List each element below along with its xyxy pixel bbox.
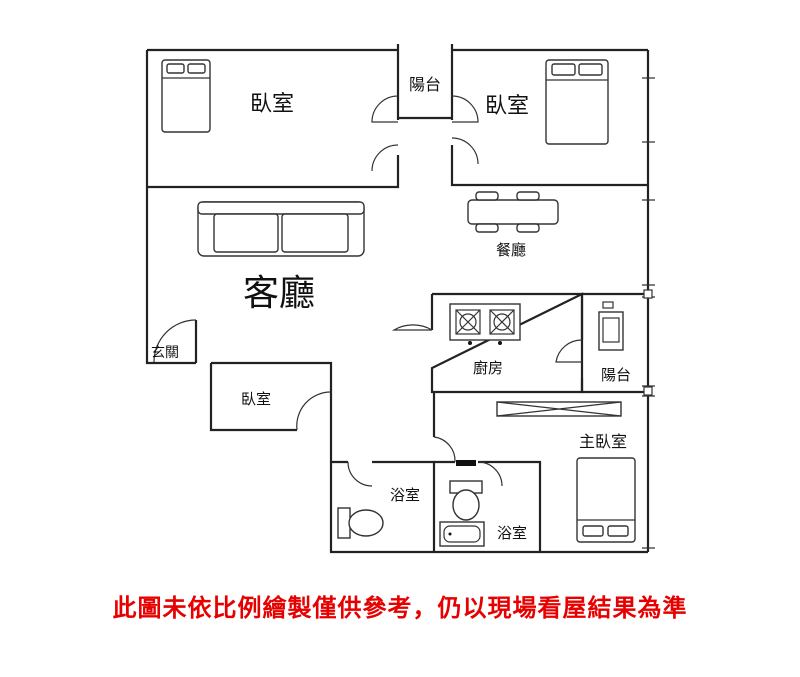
disclaimer-text: 此圖未依比例繪製僅供參考，仍以現場看屋結果為準 [112,594,688,622]
washing-machine [598,301,624,351]
bed-master [576,457,636,543]
label-bedroom-small: 臥室 [241,390,271,408]
bathtub [439,521,485,547]
label-balcony-top: 陽台 [409,75,441,94]
label-balcony-right: 陽台 [601,366,631,384]
label-kitchen: 廚房 [473,359,503,377]
label-bedroom-top-right: 臥室 [485,94,529,119]
walls [145,44,650,554]
label-entrance: 玄關 [151,344,179,361]
dining-table [467,191,559,233]
label-bedroom-top-left: 臥室 [250,92,294,117]
label-bathroom-right: 浴室 [497,524,527,542]
toilet-left [337,507,384,539]
wardrobe [496,401,622,417]
label-bathroom-left: 浴室 [390,486,420,504]
door-sill-marker [456,460,476,466]
label-dining: 餐廳 [496,241,526,259]
label-living: 客廳 [243,273,315,314]
bed-top-right [545,59,609,145]
stove [449,303,521,345]
toilet-right [449,480,483,521]
label-master-bedroom: 主臥室 [579,432,627,451]
doors [153,95,583,487]
sofa [197,201,365,257]
bed-top-left [161,59,211,133]
window-marks [642,77,655,549]
